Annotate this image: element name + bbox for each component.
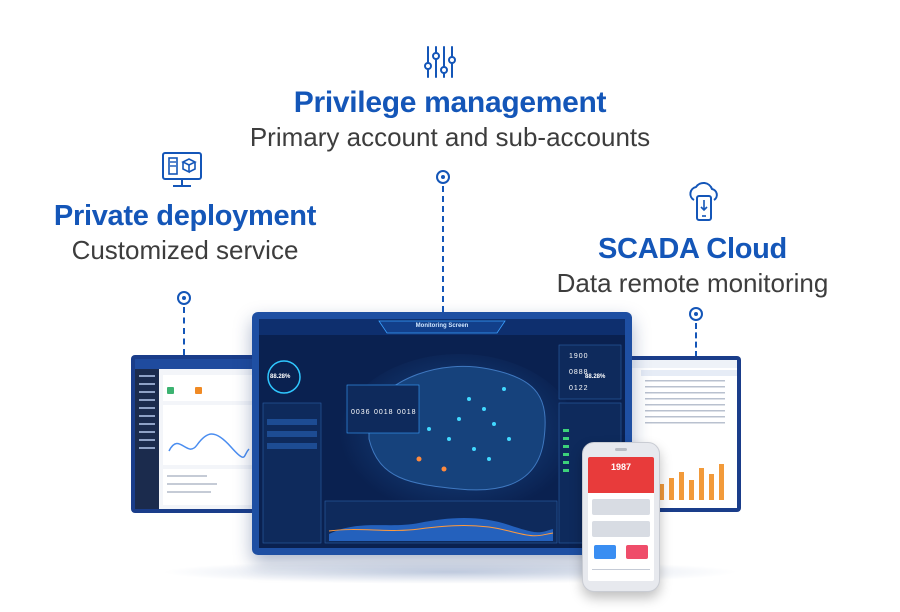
feature-title: Privilege management (293, 86, 607, 119)
smartphone: 1987 (582, 442, 660, 592)
feature-subtitle: Customized service (71, 235, 299, 265)
monitoring-screen: Monitoring Screen 88.28% 88.28% 0036 001… (259, 319, 625, 548)
pin-marker (436, 170, 450, 184)
feature-title: SCADA Cloud (598, 233, 787, 265)
phone-screen: 1987 (588, 457, 654, 581)
side-value-3: 0122 (569, 385, 589, 392)
feature-title: Private deployment (53, 200, 317, 232)
dashed-connector (695, 323, 697, 357)
sliders-icon (422, 44, 458, 80)
phone-header-value: 1987 (610, 462, 632, 472)
pin-marker (177, 291, 191, 305)
gauge-right-value: 88.28% (585, 374, 606, 380)
feature-subtitle: Primary account and sub-accounts (249, 122, 651, 152)
phone-header: 1987 (588, 457, 654, 493)
cloud-phone-icon (684, 180, 724, 222)
monitoring-screen-title: Monitoring Screen (415, 323, 469, 329)
left-monitor (131, 355, 261, 513)
pin-marker (689, 307, 703, 321)
counter-c: 0018 (397, 409, 417, 416)
dashed-connector (183, 307, 185, 355)
main-monitor: Monitoring Screen 88.28% 88.28% 0036 001… (252, 312, 632, 555)
admin-dashboard-screen (135, 359, 257, 509)
dashed-connector (442, 186, 444, 312)
feature-deployment: Private deployment Customized service (20, 199, 350, 265)
side-value-2: 0888 (569, 369, 589, 376)
counter-a: 0036 (351, 409, 371, 416)
feature-privilege: Privilege management Primary account and… (200, 86, 700, 152)
feature-scada: SCADA Cloud Data remote monitoring (520, 232, 865, 298)
feature-subtitle: Data remote monitoring (556, 268, 829, 298)
gauge-left-value: 88.28% (270, 374, 291, 380)
phone-camera (615, 448, 627, 451)
side-value-1: 1900 (569, 353, 589, 360)
server-monitor-icon (161, 150, 203, 190)
counter-b: 0018 (374, 409, 394, 416)
